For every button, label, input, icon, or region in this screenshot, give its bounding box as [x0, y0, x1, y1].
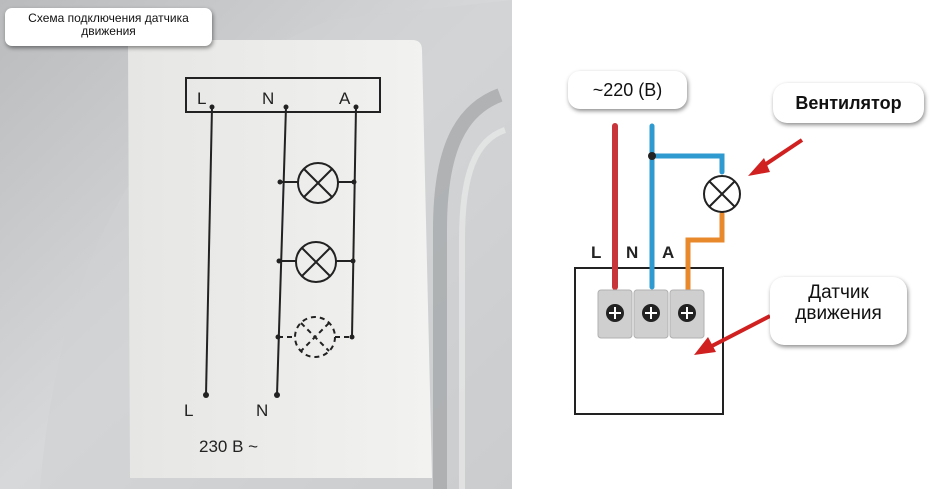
- photo-wires: [205, 106, 357, 396]
- terminal-screw-n-icon: [642, 304, 660, 322]
- terminal-label-l: L: [591, 243, 601, 262]
- photo-bottom-l: L: [184, 401, 193, 420]
- photo-terminal-a: A: [339, 89, 351, 108]
- terminal-block: [597, 289, 705, 339]
- wiring-schematic-photo: L N A: [0, 0, 512, 489]
- photo-caption: Схема подключения датчика движения: [5, 8, 212, 46]
- fan-lamp-icon: [703, 175, 741, 213]
- photo-voltage-label: 230 В ~: [199, 437, 258, 456]
- terminal-screw-a-icon: [678, 304, 696, 322]
- sensor-pointer-arrow: [694, 314, 771, 355]
- photo-terminal-l: L: [197, 89, 206, 108]
- photo-caption-line1: Схема подключения датчика: [28, 11, 189, 25]
- photo-terminal-n: N: [262, 89, 274, 108]
- sensor-callout: Датчик движения: [770, 277, 907, 345]
- fan-pointer-arrow: [748, 138, 804, 176]
- sensor-callout-line1: Датчик: [808, 282, 869, 303]
- sensor-callout-line2: движения: [795, 302, 882, 324]
- voltage-callout: ~220 (В): [568, 71, 687, 109]
- lamp-3-dashed-icon: [278, 316, 352, 358]
- terminal-label-n: N: [626, 243, 638, 262]
- lamp-1-icon: [297, 162, 339, 204]
- photo-bottom-n: N: [256, 401, 268, 420]
- terminal-screw-l-icon: [606, 304, 624, 322]
- junction-dot: [648, 152, 656, 160]
- lamp-2-icon: [295, 241, 337, 283]
- photo-terminal-block: [185, 77, 381, 113]
- wire-a: [685, 211, 725, 293]
- device-label-photo: L N A: [0, 0, 512, 489]
- fan-callout: Вентилятор: [773, 83, 924, 123]
- terminal-label-a: A: [662, 243, 674, 262]
- photo-caption-line2: движения: [81, 24, 136, 39]
